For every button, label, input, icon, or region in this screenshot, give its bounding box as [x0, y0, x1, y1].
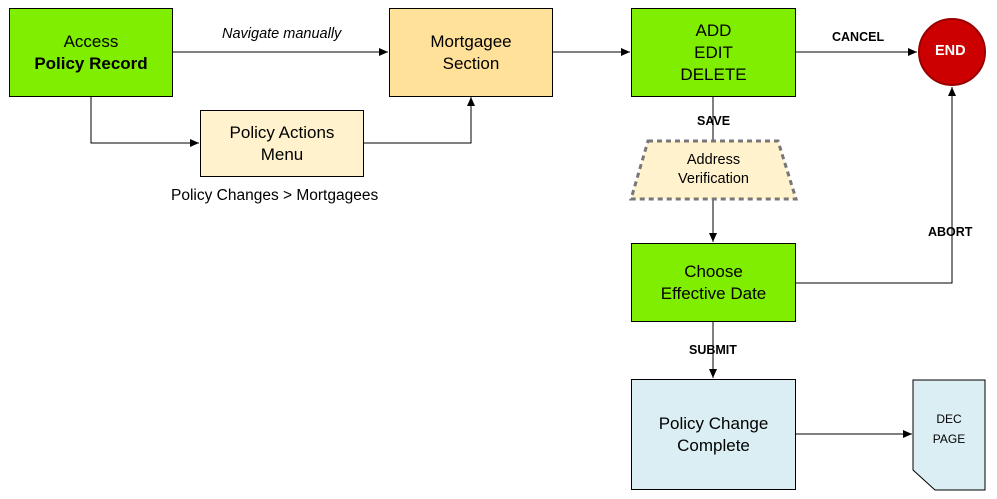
access-policy-record-node: Access Policy Record [9, 8, 173, 97]
dec-label: DEC [936, 412, 962, 426]
menu-label: Menu [260, 144, 304, 164]
verification-label: Verification [678, 171, 749, 187]
address-verification-shape [628, 139, 799, 201]
save-label: SAVE [697, 114, 731, 128]
navigate-manually-label: Navigate manually [222, 26, 342, 42]
edge-policy-actions-to-mortgagee [364, 97, 475, 144]
end-label: END [935, 43, 966, 59]
address-verification-node: Address Verification [631, 141, 796, 199]
mortgagee-label: Mortgagee [430, 31, 512, 51]
policy-change-label: Policy Change [658, 413, 769, 433]
delete-label: DELETE [680, 64, 747, 84]
effective-date-label: Effective Date [660, 283, 767, 303]
policy-change-complete-node: Policy Change Complete [631, 379, 796, 490]
mortgagee-section-node: Mortgagee Section [389, 8, 553, 97]
policy-actions-label: Policy Actions [229, 122, 335, 142]
end-circle [918, 18, 986, 86]
choose-label: Choose [684, 261, 743, 281]
add-edit-delete-node: ADD EDIT DELETE [631, 8, 796, 97]
edit-label: EDIT [694, 42, 733, 62]
access-label: Access [63, 31, 119, 51]
submit-label: SUBMIT [689, 343, 737, 357]
page-label: PAGE [932, 432, 966, 446]
abort-label: ABORT [928, 225, 973, 239]
complete-label: Complete [677, 435, 750, 455]
add-label: ADD [695, 20, 732, 40]
policy-changes-path-label: Policy Changes > Mortgagees [171, 187, 379, 204]
section-label: Section [442, 53, 500, 73]
edge-abort-to-end [796, 87, 956, 284]
address-label: Address [686, 152, 741, 168]
policy-record-label: Policy Record [34, 53, 148, 73]
cancel-label: CANCEL [832, 30, 885, 44]
edge-access-to-policy-actions [90, 96, 199, 147]
choose-effective-date-node: Choose Effective Date [631, 243, 796, 322]
dec-page-node: DEC PAGE [913, 380, 985, 490]
policy-actions-menu-node: Policy Actions Menu [200, 110, 364, 177]
dec-page-shape [912, 379, 986, 491]
